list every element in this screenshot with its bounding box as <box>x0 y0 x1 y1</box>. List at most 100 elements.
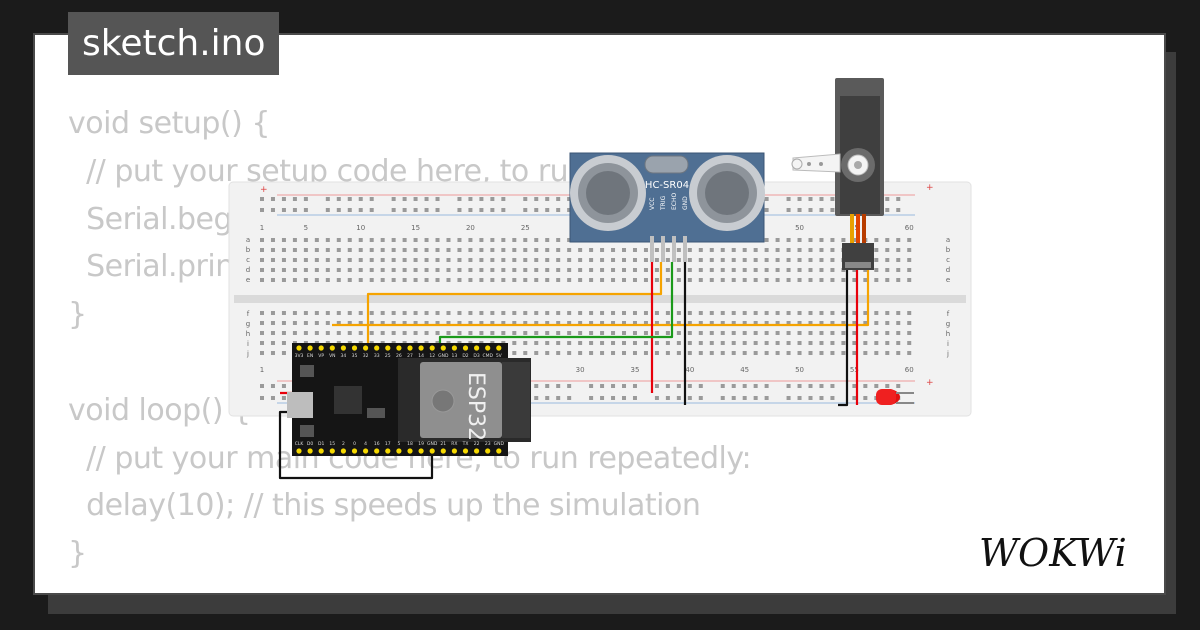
breadboard-hole[interactable] <box>874 248 879 252</box>
breadboard-hole[interactable] <box>764 268 769 272</box>
breadboard-hole[interactable] <box>358 331 363 335</box>
breadboard-hole[interactable] <box>479 197 484 201</box>
breadboard-hole[interactable] <box>819 331 824 335</box>
breadboard-hole[interactable] <box>698 331 703 335</box>
breadboard-hole[interactable] <box>523 197 528 201</box>
breadboard-hole[interactable] <box>808 384 813 388</box>
breadboard-hole[interactable] <box>819 384 824 388</box>
breadboard-hole[interactable] <box>534 278 539 282</box>
breadboard-hole[interactable] <box>786 321 791 325</box>
breadboard-hole[interactable] <box>512 258 517 262</box>
breadboard-hole[interactable] <box>457 321 462 325</box>
breadboard-hole[interactable] <box>720 384 725 388</box>
breadboard-hole[interactable] <box>402 208 407 212</box>
breadboard-hole[interactable] <box>775 238 780 242</box>
breadboard-hole[interactable] <box>270 238 275 242</box>
breadboard-hole[interactable] <box>665 396 670 400</box>
breadboard-hole[interactable] <box>885 321 890 325</box>
breadboard-hole[interactable] <box>281 321 286 325</box>
breadboard-hole[interactable] <box>260 278 264 282</box>
breadboard-hole[interactable] <box>325 321 330 325</box>
breadboard-hole[interactable] <box>863 384 868 388</box>
breadboard-hole[interactable] <box>687 248 692 252</box>
breadboard-hole[interactable] <box>402 248 407 252</box>
breadboard-hole[interactable] <box>380 248 385 252</box>
breadboard-hole[interactable] <box>753 384 758 388</box>
breadboard-hole[interactable] <box>270 197 275 201</box>
breadboard-hole[interactable] <box>907 311 912 315</box>
breadboard-hole[interactable] <box>270 268 275 272</box>
breadboard-hole[interactable] <box>281 278 286 282</box>
breadboard-hole[interactable] <box>622 351 627 355</box>
breadboard-hole[interactable] <box>720 278 725 282</box>
esp32-pin[interactable] <box>340 345 346 351</box>
breadboard-hole[interactable] <box>567 278 572 282</box>
breadboard-hole[interactable] <box>600 396 605 400</box>
breadboard-hole[interactable] <box>863 396 868 400</box>
breadboard-hole[interactable] <box>742 321 747 325</box>
breadboard-hole[interactable] <box>786 278 791 282</box>
breadboard-hole[interactable] <box>424 268 429 272</box>
breadboard-hole[interactable] <box>687 278 692 282</box>
breadboard-hole[interactable] <box>742 311 747 315</box>
breadboard-hole[interactable] <box>490 321 495 325</box>
breadboard-hole[interactable] <box>698 321 703 325</box>
breadboard-hole[interactable] <box>676 268 681 272</box>
breadboard-hole[interactable] <box>709 278 714 282</box>
breadboard-hole[interactable] <box>380 238 385 242</box>
breadboard-hole[interactable] <box>358 238 363 242</box>
breadboard-hole[interactable] <box>896 238 901 242</box>
esp32-pin[interactable] <box>496 448 502 454</box>
breadboard-hole[interactable] <box>589 321 594 325</box>
breadboard-hole[interactable] <box>501 311 506 315</box>
breadboard-hole[interactable] <box>622 258 627 262</box>
breadboard-hole[interactable] <box>369 268 374 272</box>
breadboard-hole[interactable] <box>391 258 396 262</box>
esp32-pin[interactable] <box>462 345 469 351</box>
breadboard-hole[interactable] <box>698 248 703 252</box>
led[interactable] <box>876 389 914 405</box>
breadboard-hole[interactable] <box>534 268 539 272</box>
breadboard-hole[interactable] <box>687 268 692 272</box>
breadboard-hole[interactable] <box>435 197 440 201</box>
file-tab[interactable]: sketch.ino <box>68 12 280 75</box>
breadboard-hole[interactable] <box>611 311 616 315</box>
breadboard-hole[interactable] <box>698 396 703 400</box>
esp32-pin[interactable] <box>318 448 324 454</box>
breadboard-hole[interactable] <box>731 311 736 315</box>
breadboard-hole[interactable] <box>512 321 517 325</box>
breadboard-hole[interactable] <box>303 268 308 272</box>
breadboard-hole[interactable] <box>643 278 648 282</box>
breadboard-hole[interactable] <box>292 311 297 315</box>
breadboard-hole[interactable] <box>676 396 681 400</box>
breadboard-hole[interactable] <box>391 248 396 252</box>
breadboard-hole[interactable] <box>742 396 747 400</box>
breadboard-hole[interactable] <box>775 248 780 252</box>
breadboard-hole[interactable] <box>260 384 264 388</box>
breadboard-hole[interactable] <box>369 321 374 325</box>
breadboard-hole[interactable] <box>402 238 407 242</box>
breadboard-hole[interactable] <box>314 268 319 272</box>
breadboard-hole[interactable] <box>852 384 857 388</box>
breadboard-hole[interactable] <box>600 321 605 325</box>
breadboard-hole[interactable] <box>830 278 835 282</box>
breadboard-hole[interactable] <box>720 341 725 345</box>
breadboard-hole[interactable] <box>446 248 451 252</box>
breadboard-hole[interactable] <box>676 351 681 355</box>
breadboard-hole[interactable] <box>303 331 308 335</box>
breadboard-hole[interactable] <box>424 331 429 335</box>
breadboard-hole[interactable] <box>446 331 451 335</box>
breadboard-hole[interactable] <box>325 208 330 212</box>
breadboard-hole[interactable] <box>479 331 484 335</box>
breadboard-hole[interactable] <box>446 258 451 262</box>
breadboard-hole[interactable] <box>611 396 616 400</box>
breadboard-hole[interactable] <box>600 331 605 335</box>
breadboard-hole[interactable] <box>523 351 528 355</box>
breadboard-hole[interactable] <box>731 248 736 252</box>
breadboard-hole[interactable] <box>885 331 890 335</box>
breadboard-hole[interactable] <box>687 331 692 335</box>
breadboard-hole[interactable] <box>347 278 352 282</box>
breadboard-hole[interactable] <box>534 208 539 212</box>
breadboard-hole[interactable] <box>885 268 890 272</box>
